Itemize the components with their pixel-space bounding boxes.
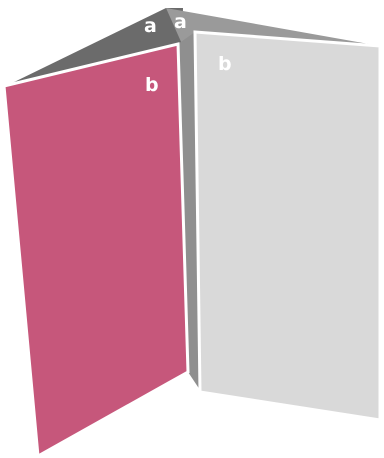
label-front-left: b [145, 74, 159, 96]
label-top-left: a [144, 15, 157, 37]
front-panel-left [4, 44, 188, 456]
label-front-right: b [218, 53, 232, 75]
label-top-right: a [174, 11, 187, 33]
front-panel-right [195, 32, 380, 420]
